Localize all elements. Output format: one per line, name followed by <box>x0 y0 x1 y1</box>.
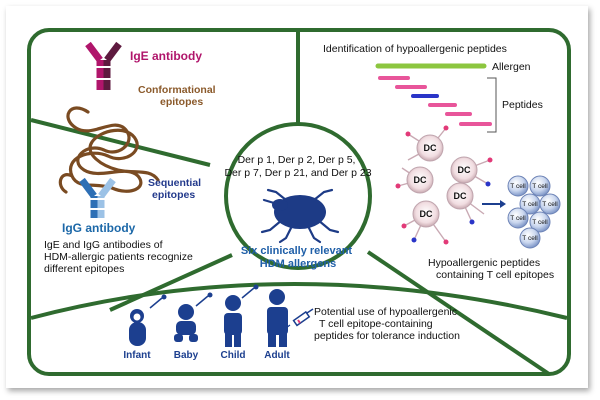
dc-label: DC <box>414 175 427 185</box>
hypo-peptides-title: Identification of hypoallergenic peptide… <box>323 43 507 55</box>
conformational-epitopes-label: Conformational epitopes <box>138 84 219 108</box>
infant-icon <box>129 294 167 346</box>
tcell-label: T cell <box>532 183 548 190</box>
tcell-label: T cell <box>532 219 548 226</box>
dc-caption: Hypoallergenic peptides containing T cel… <box>428 257 554 281</box>
peptide-fragments <box>378 76 492 126</box>
igg-antibody-icon <box>79 177 116 218</box>
peptides-label: Peptides <box>502 99 543 111</box>
dendritic-cells: DC DC DC DC DC <box>395 125 493 245</box>
center-caption: Six clinically relevant HDM allergens <box>241 245 355 270</box>
baby-icon <box>174 292 213 342</box>
divider-left <box>30 118 211 167</box>
tcell-label: T cell <box>522 235 538 242</box>
divider-arc <box>30 282 568 320</box>
dc-to-tcell-arrow <box>482 200 506 208</box>
dc-label: DC <box>424 143 437 153</box>
ige-antibody-icon <box>85 41 122 90</box>
child-label: Child <box>221 350 246 361</box>
tcell-label: T cell <box>510 183 526 190</box>
igg-antibody-label: IgG antibody <box>62 221 136 235</box>
child-icon <box>224 284 259 347</box>
allergen-label: Allergen <box>492 61 531 73</box>
syringe-icon <box>285 308 314 329</box>
tcell-label: T cell <box>542 201 558 208</box>
dust-mite-icon <box>260 188 340 244</box>
t-cells: T cell T cell T cell T cell T cell T cel… <box>507 175 561 249</box>
dc-label: DC <box>420 209 433 219</box>
adult-label: Adult <box>264 350 290 361</box>
tcell-label: T cell <box>522 201 538 208</box>
tcell-label: T cell <box>510 215 526 222</box>
divider-bottom-left <box>109 253 233 312</box>
infant-label: Infant <box>123 350 151 361</box>
adult-icon <box>267 289 288 347</box>
peptides-bracket <box>487 77 497 133</box>
allergen-list: Der p 1, Der p 2, Der p 5, Der p 7, Der … <box>224 154 371 179</box>
allergen-protein-coil <box>58 106 160 194</box>
dc-label: DC <box>454 191 467 201</box>
baby-label: Baby <box>174 350 199 361</box>
dc-label: DC <box>458 165 471 175</box>
sequential-epitopes-label: Sequential epitopes <box>148 177 204 201</box>
tolerance-description: Potential use of hypoallergenic T cell e… <box>314 306 460 342</box>
divider-bottom-right <box>366 250 551 376</box>
ige-antibody-label: IgE antibody <box>130 49 202 63</box>
igg-description: IgE and IgG antibodies of HDM-allergic p… <box>44 239 196 275</box>
